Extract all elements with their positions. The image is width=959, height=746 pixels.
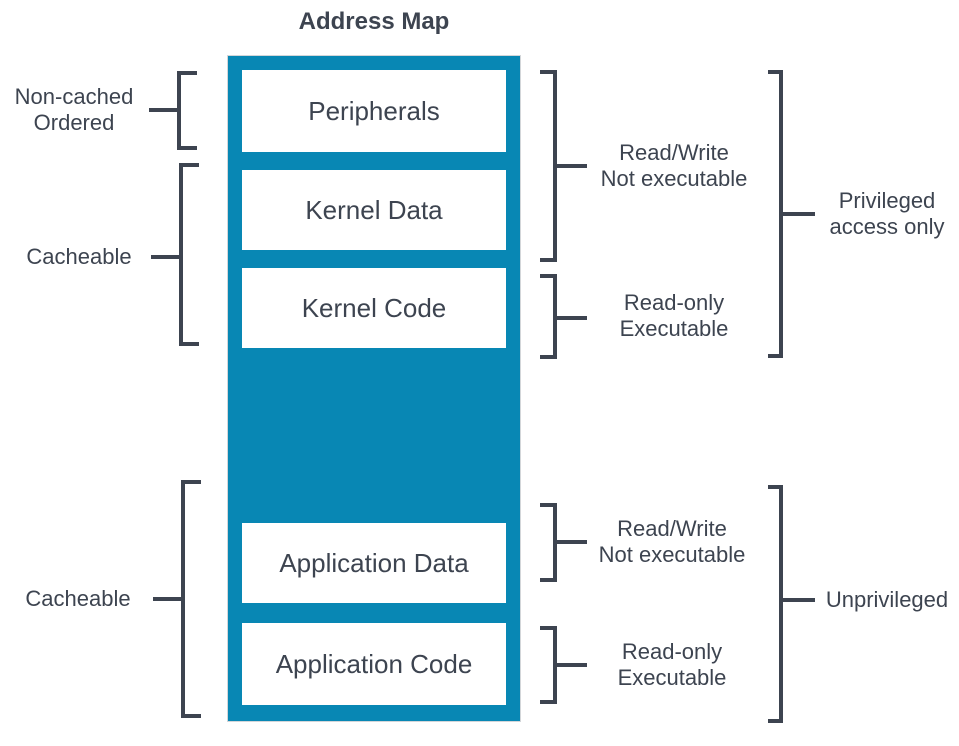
label-cacheable-upper: Cacheable	[26, 244, 132, 269]
label-non-cached-ordered: Non-cached Ordered	[14, 84, 134, 135]
memory-block-kernel-code: Kernel Code	[242, 268, 506, 348]
memory-block-peripherals: Peripherals	[242, 70, 506, 152]
memory-block-application-data: Application Data	[242, 523, 506, 603]
label-privileged-access-only: Privileged access only	[829, 188, 945, 239]
bracket-privileged	[768, 70, 783, 358]
bracket-read-write-lower	[540, 503, 557, 582]
label-read-only-lower: Read-only Executable	[617, 639, 727, 690]
bracket-read-write-upper	[540, 70, 557, 262]
label-cacheable-lower: Cacheable	[25, 586, 131, 611]
tick-privileged	[783, 212, 815, 216]
bracket-unprivileged	[768, 485, 783, 723]
address-map-column	[227, 55, 521, 722]
tick-non-cached	[149, 108, 177, 112]
bracket-read-only-lower	[540, 626, 557, 704]
tick-read-only-lower	[557, 663, 587, 667]
label-read-only-upper: Read-only Executable	[619, 290, 729, 341]
label-read-write-lower: Read/Write Not executable	[598, 516, 746, 567]
tick-unprivileged	[783, 598, 815, 602]
tick-cacheable-upper	[151, 255, 179, 259]
memory-block-application-code: Application Code	[242, 623, 506, 705]
bracket-non-cached	[177, 71, 197, 150]
memory-block-kernel-data: Kernel Data	[242, 170, 506, 250]
tick-read-only-upper	[557, 316, 587, 320]
bracket-cacheable-lower	[181, 480, 201, 718]
tick-read-write-upper	[557, 164, 587, 168]
label-unprivileged: Unprivileged	[825, 587, 949, 612]
bracket-cacheable-upper	[179, 163, 199, 346]
label-read-write-upper: Read/Write Not executable	[600, 140, 748, 191]
bracket-read-only-upper	[540, 274, 557, 359]
tick-read-write-lower	[557, 540, 587, 544]
tick-cacheable-lower	[153, 597, 181, 601]
diagram-title: Address Map	[298, 8, 450, 35]
